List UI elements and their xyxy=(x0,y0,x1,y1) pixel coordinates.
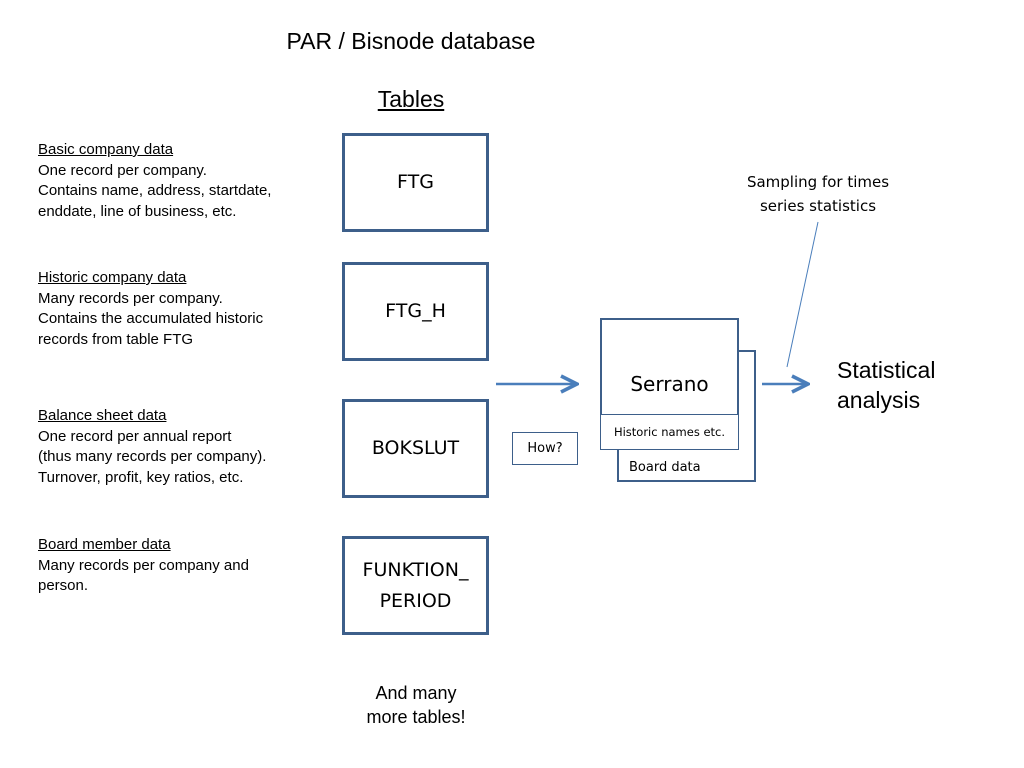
description-line: records from table FTG xyxy=(38,330,194,348)
sampling-note: Sampling for times series statistics xyxy=(746,173,890,215)
description-heading: Balance sheet data xyxy=(38,407,167,424)
statistical-analysis-label: Statistical analysis xyxy=(837,357,936,413)
historic-names-box: Historic names etc. xyxy=(600,414,739,450)
table-box-bokslut: BOKSLUT xyxy=(342,399,489,498)
description-line: person. xyxy=(38,577,89,595)
table-box-ftg: FTG xyxy=(342,133,489,232)
more-tables-note: And many more tables! xyxy=(366,683,466,727)
page-title: PAR / Bisnode database xyxy=(286,28,536,54)
table-label: FTG xyxy=(397,171,434,193)
serrano-label: Serrano xyxy=(630,372,709,396)
description-line: Contains the accumulated historic xyxy=(38,310,264,328)
description-line: Many records per company. xyxy=(38,289,223,307)
description-basic-company: Basic company data One record per compan… xyxy=(38,140,328,222)
description-line: Contains name, address, startdate, xyxy=(38,182,272,200)
historic-names-label: Historic names etc. xyxy=(613,425,726,439)
table-box-ftg-h: FTG_H xyxy=(342,262,489,361)
description-balance-sheet: Balance sheet data One record per annual… xyxy=(38,406,328,488)
description-line: (thus many records per company). xyxy=(38,448,267,466)
description-historic-company: Historic company data Many records per c… xyxy=(38,268,328,350)
table-box-funktion-period: FUNKTION_ PERIOD xyxy=(342,536,489,635)
description-heading: Basic company data xyxy=(38,141,174,158)
table-label: FUNKTION_ PERIOD xyxy=(362,558,469,612)
description-heading: Board member data xyxy=(38,536,171,553)
description-board-member: Board member data Many records per compa… xyxy=(38,535,328,597)
description-line: Many records per company and xyxy=(38,556,249,574)
sampling-pointer-line xyxy=(786,221,819,368)
description-line: One record per company. xyxy=(38,161,207,179)
how-box: How? xyxy=(512,432,578,465)
description-line: Turnover, profit, key ratios, etc. xyxy=(38,468,244,486)
table-label: FTG_H xyxy=(385,300,446,322)
description-line: enddate, line of business, etc. xyxy=(38,202,237,220)
tables-heading: Tables xyxy=(377,86,445,112)
table-label: BOKSLUT xyxy=(371,437,460,459)
description-heading: Historic company data xyxy=(38,269,187,286)
description-line: One record per annual report xyxy=(38,427,232,445)
board-data-label: Board data xyxy=(629,460,701,475)
